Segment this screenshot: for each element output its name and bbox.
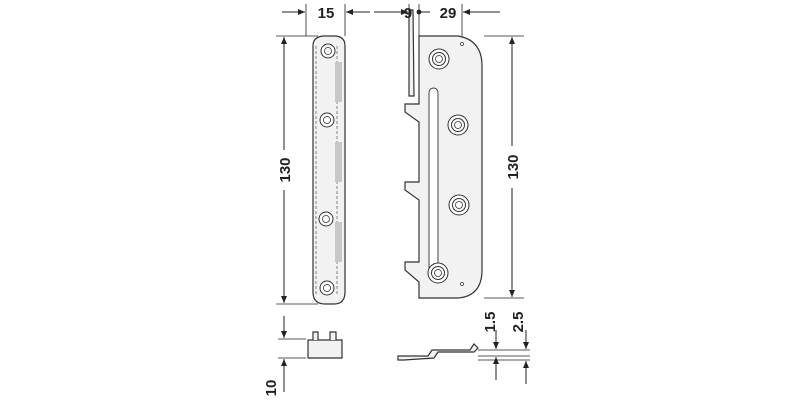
- end-view: 10: [263, 316, 343, 397]
- end-view-hook: [312, 331, 337, 340]
- end-view-profile: [307, 339, 343, 359]
- front-view-long-slot: [428, 87, 439, 275]
- dimension-offset: 9: [404, 5, 412, 22]
- side-view-slot: [335, 62, 342, 102]
- side-view-hole: [318, 211, 334, 227]
- front-view: 9 29 130: [374, 4, 524, 299]
- front-view-stamp-mark: [460, 42, 464, 46]
- dimension-thickness-small: 1.5: [482, 312, 499, 333]
- profile-view-outline: [397, 343, 479, 361]
- dimension-width-side: 15: [318, 5, 335, 22]
- dimension-height-side: 130: [277, 157, 294, 182]
- front-view-edge-tab: [408, 9, 415, 97]
- side-view-hole: [320, 43, 336, 59]
- side-view: 15 130: [276, 4, 370, 305]
- dimension-width-front: 29: [440, 5, 457, 22]
- front-view-hole: [447, 114, 469, 136]
- side-view-hole: [319, 280, 335, 296]
- profile-view: 1.5 2.5: [397, 312, 530, 384]
- side-view-slot: [335, 142, 342, 182]
- dimension-thickness-large: 2.5: [510, 312, 527, 333]
- front-view-plate-outline: [404, 35, 483, 299]
- front-view-hole: [428, 48, 450, 70]
- side-view-hole: [319, 112, 335, 128]
- dimension-height-front: 130: [505, 154, 522, 179]
- dimension-hook-height: 10: [263, 380, 280, 397]
- front-view-stamp-mark: [460, 282, 464, 286]
- side-view-slot: [335, 222, 342, 262]
- front-view-hole: [448, 194, 470, 216]
- front-view-hole: [427, 262, 449, 284]
- dimension-point-marker: [416, 9, 422, 15]
